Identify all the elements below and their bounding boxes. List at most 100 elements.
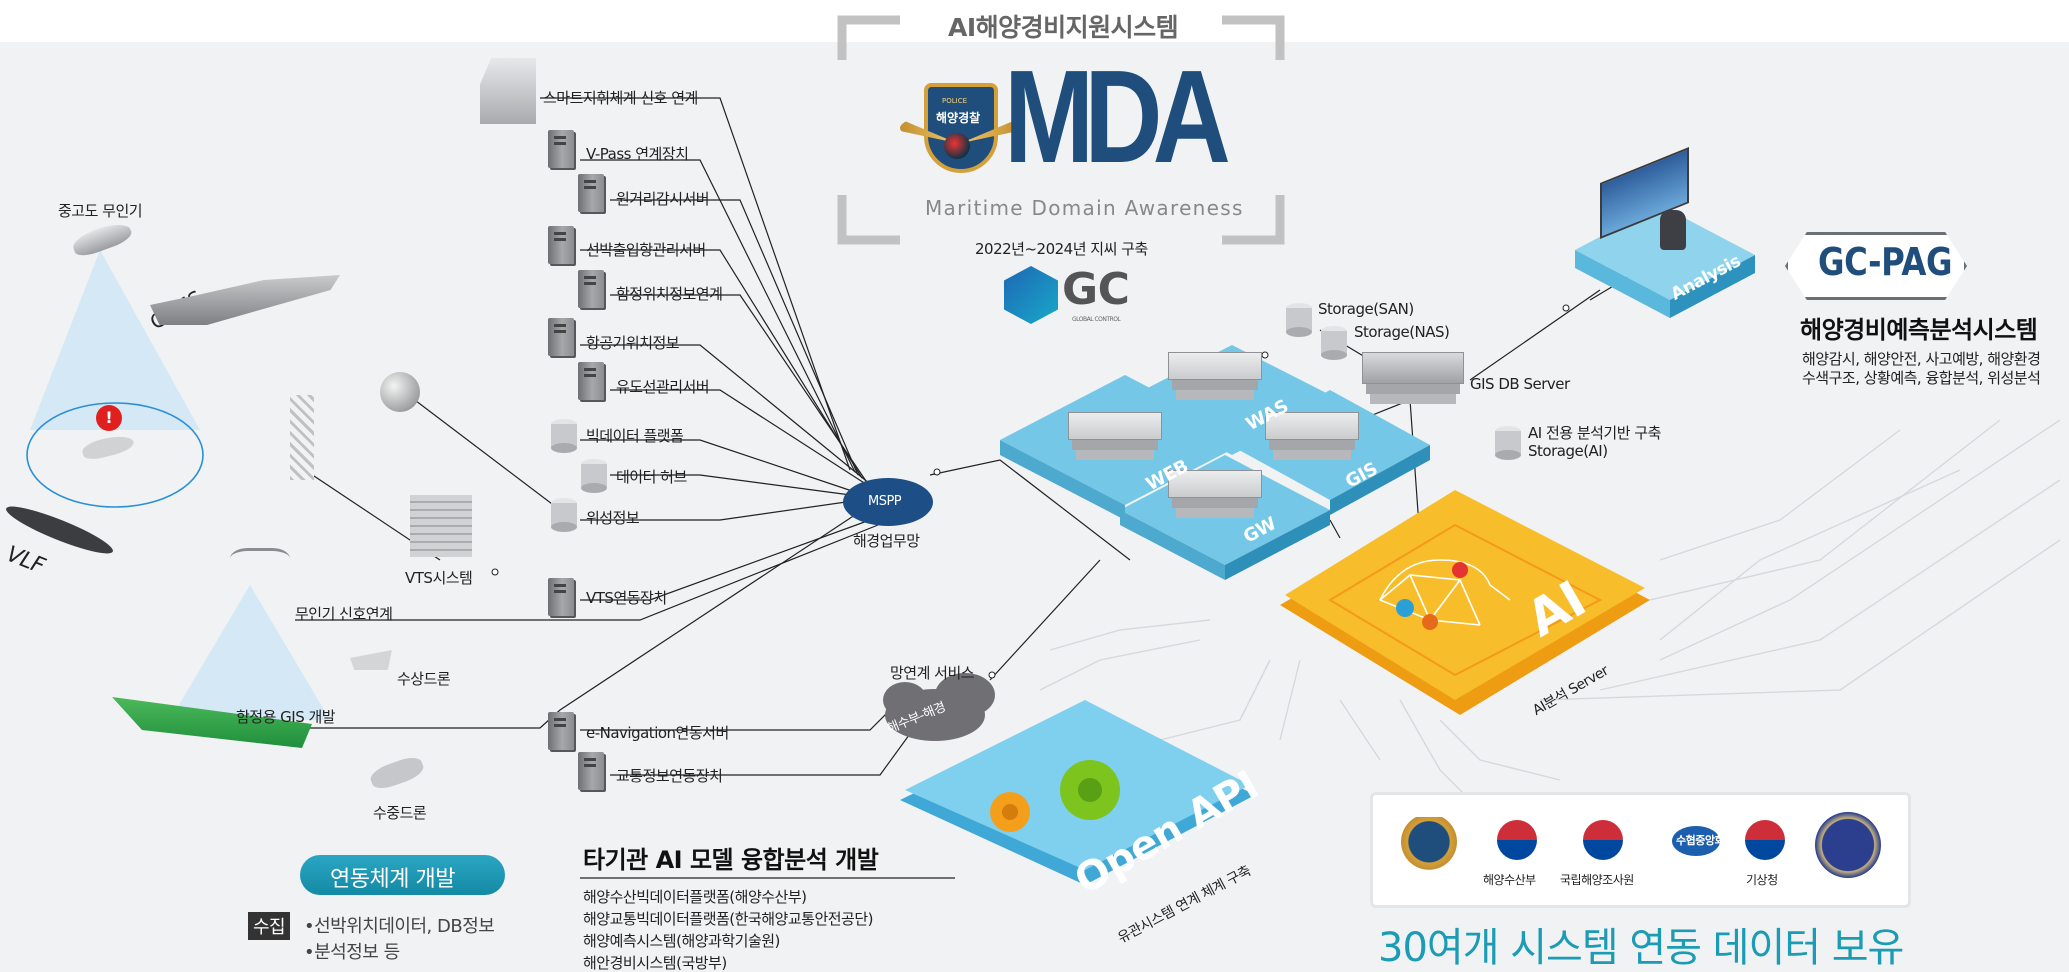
database-icon-3 [551, 498, 577, 532]
build-period: 2022년~2024년 지씨 구축 [975, 240, 1148, 258]
gcpag-text: GC-PAG [1818, 240, 1953, 284]
fusion-item-4: 해안경비시스템(국방부) [583, 954, 727, 972]
agency-1: 해양수산부 [1483, 873, 1536, 887]
was-server [1168, 352, 1262, 380]
pag-desc-2: 수색구조, 상황예측, 융합분석, 위성분석 [1802, 369, 2041, 387]
integration-pill-label: 연동체계 개발 [330, 867, 455, 892]
fan-lines [1039, 419, 2061, 801]
drone-link-label: 무인기 신호연계 [295, 605, 393, 623]
integration-pill [300, 855, 505, 895]
web-server [1068, 412, 1162, 440]
analyst-figure-icon [1660, 210, 1686, 250]
server-icon-5 [548, 318, 574, 356]
storage-nas-icon [1321, 326, 1347, 360]
server-icon-6 [578, 362, 604, 400]
source-3: 선박출입항관리서버 [586, 241, 706, 259]
warning-icon: ! [96, 405, 122, 431]
source-0: 스마트지휘체계 신호 연계 [543, 89, 698, 107]
source-9: 위성정보 [586, 509, 640, 527]
collect-item-1: •선박위치데이터, DB정보 [304, 916, 495, 937]
source-10: VTS연동장치 [586, 589, 667, 607]
badge-text: 해양경찰 [936, 111, 981, 125]
vts-system-label: VTS시스템 [405, 569, 473, 587]
storage-san-icon [1286, 303, 1312, 337]
mda-logo: MDA [1004, 43, 1231, 190]
coast-guard-emblem-icon [1395, 817, 1463, 879]
ai-storage-label-1: AI 전용 분석기반 구축 [1528, 424, 1661, 442]
source-5: 항공기위치정보 [586, 334, 680, 352]
operator-desk-icon [480, 58, 536, 124]
detection-circle [26, 402, 204, 508]
vts-building-icon [410, 495, 472, 557]
mda-subtitle: Maritime Domain Awareness [925, 196, 1244, 220]
source-2: 원거리감시서버 [616, 190, 710, 208]
server-icon-2 [578, 174, 604, 212]
server-icon-1 [548, 130, 574, 168]
server-icon-9 [578, 752, 604, 790]
gcpag-badge [1785, 232, 1967, 300]
agency-4: 기상청 [1746, 873, 1778, 887]
gis-db-label: GIS DB Server [1470, 375, 1570, 393]
ai-chip [1280, 490, 1650, 715]
gc-logo-text: GC [1062, 264, 1130, 315]
mspp-caption: 해경업무망 [853, 532, 920, 550]
header-frame [837, 15, 1285, 245]
source-4: 함정위치정보연계 [616, 285, 723, 303]
badge-top-text: POLICE [942, 97, 968, 105]
institute-emblem-icon [1815, 812, 1881, 878]
agency-2: 국립해양조사원 [1560, 873, 1634, 887]
storage-san-label: Storage(SAN) [1318, 300, 1414, 318]
collect-tag: 수집 [248, 912, 291, 940]
system-title: AI해양경비지원시스템 [948, 13, 1179, 42]
fusion-title: 타기관 AI 모델 융합분석 개발 [583, 846, 879, 874]
gw-server [1168, 470, 1262, 498]
gis-server [1265, 412, 1359, 440]
taegeuk-icon-2 [1583, 820, 1623, 860]
collect-item-2: •분석정보 등 [304, 942, 400, 963]
satellite-dish-icon [380, 372, 420, 412]
pag-desc-1: 해양감시, 해양안전, 사고예방, 해양환경 [1802, 350, 2041, 368]
taegeuk-icon-1 [1497, 820, 1537, 860]
fusion-item-3: 해양예측시스템(해양과학기술원) [583, 932, 780, 950]
gis-db-server-icon [1362, 352, 1464, 384]
server-icon-8 [548, 712, 574, 750]
gc-logo-sub: GLOBAL CONTROL [1072, 316, 1121, 323]
quad-drone-icon [230, 548, 290, 583]
source-6: 유도선관리서버 [616, 378, 710, 396]
openapi-platform [900, 700, 1255, 885]
agency-3: 수협중앙회 [1676, 834, 1725, 847]
link-cloud [883, 673, 995, 741]
mspp-label: MSPP [868, 494, 902, 509]
suhyup-logo-icon [1672, 826, 1720, 856]
fusion-item-1: 해양수산빅데이터플랫폼(해양수산부) [583, 888, 807, 906]
taegeuk-icon-3 [1745, 820, 1785, 860]
police-badge: POLICE 해양경찰 [900, 75, 1018, 193]
uav-beam [30, 250, 200, 430]
ai-storage-label-2: Storage(AI) [1528, 442, 1608, 460]
uav-label: 중고도 무인기 [58, 202, 143, 220]
server-icon-4 [578, 270, 604, 308]
source-11: e-Navigation연동서버 [586, 724, 729, 742]
pag-title: 해양경비예측분석시스템 [1800, 316, 2038, 344]
server-icon-3 [548, 226, 574, 264]
ai-storage-icon [1495, 426, 1521, 460]
source-1: V-Pass 연계장치 [586, 145, 689, 163]
underwater-drone-label: 수중드론 [373, 804, 427, 822]
link-service-label: 망연계 서비스 [890, 664, 975, 682]
ship-gis-label: 함정용 GIS 개발 [236, 708, 336, 726]
surface-drone-label: 수상드론 [397, 670, 451, 688]
radar-tower-icon [290, 395, 314, 480]
source-7: 빅데이터 플랫폼 [586, 427, 684, 445]
fusion-item-2: 해양교통빅데이터플랫폼(한국해양교통안전공단) [583, 910, 874, 928]
source-8: 데이터 허브 [616, 468, 687, 486]
database-icon-1 [551, 419, 577, 453]
source-12: 교통정보연동장치 [616, 767, 723, 785]
drone-beam [170, 585, 330, 720]
server-icon-7 [548, 578, 574, 616]
mspp-node [843, 478, 933, 526]
big-stat-text: 30여개 시스템 연동 데이터 보유 [1378, 925, 1904, 971]
storage-nas-label: Storage(NAS) [1354, 323, 1450, 341]
database-icon-2 [581, 459, 607, 493]
